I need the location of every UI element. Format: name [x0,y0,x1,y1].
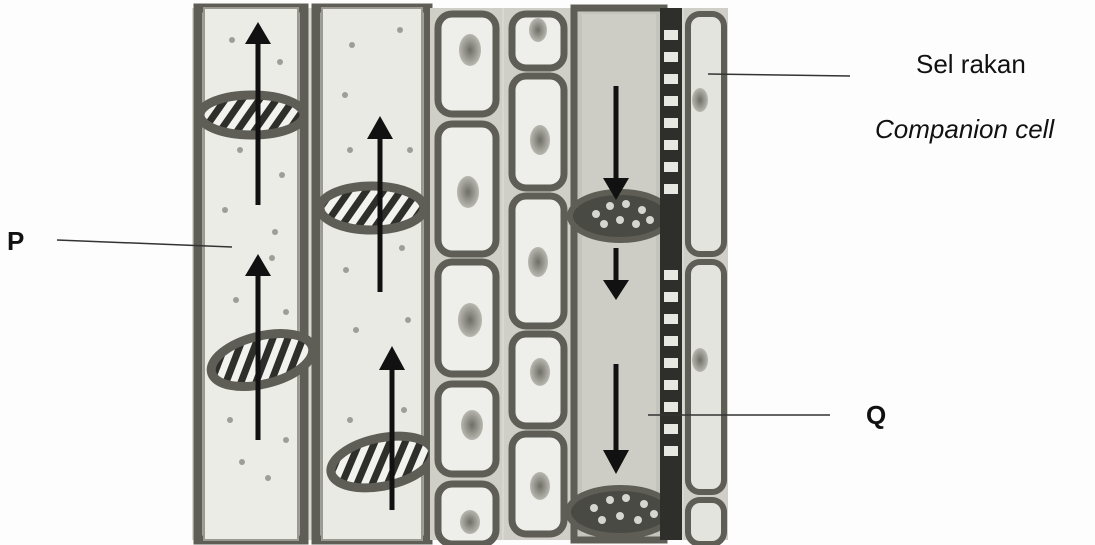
end-wall-plate [320,186,424,230]
xylem-vessel-column-2 [316,8,438,540]
pointer-line-companion [708,74,850,76]
companion-cell-column [684,8,728,544]
label-q: Q [866,400,886,431]
label-companion-cell-english: Companion cell [875,114,1054,145]
parenchyma-column-4 [504,8,572,540]
sieve-plate [568,488,672,536]
parenchyma-column-3 [430,8,502,544]
companion-cell [688,14,724,254]
sieve-plate [570,192,670,240]
sieve-tube-column [568,8,672,540]
pitted-wall-strip [660,8,682,540]
end-wall-plate [200,95,304,135]
xylem-vessel-column-1 [198,8,318,540]
label-companion-cell-malay: Sel rakan [916,49,1026,80]
label-p: P [7,226,24,257]
companion-cell [688,500,724,544]
companion-cell [688,262,724,492]
